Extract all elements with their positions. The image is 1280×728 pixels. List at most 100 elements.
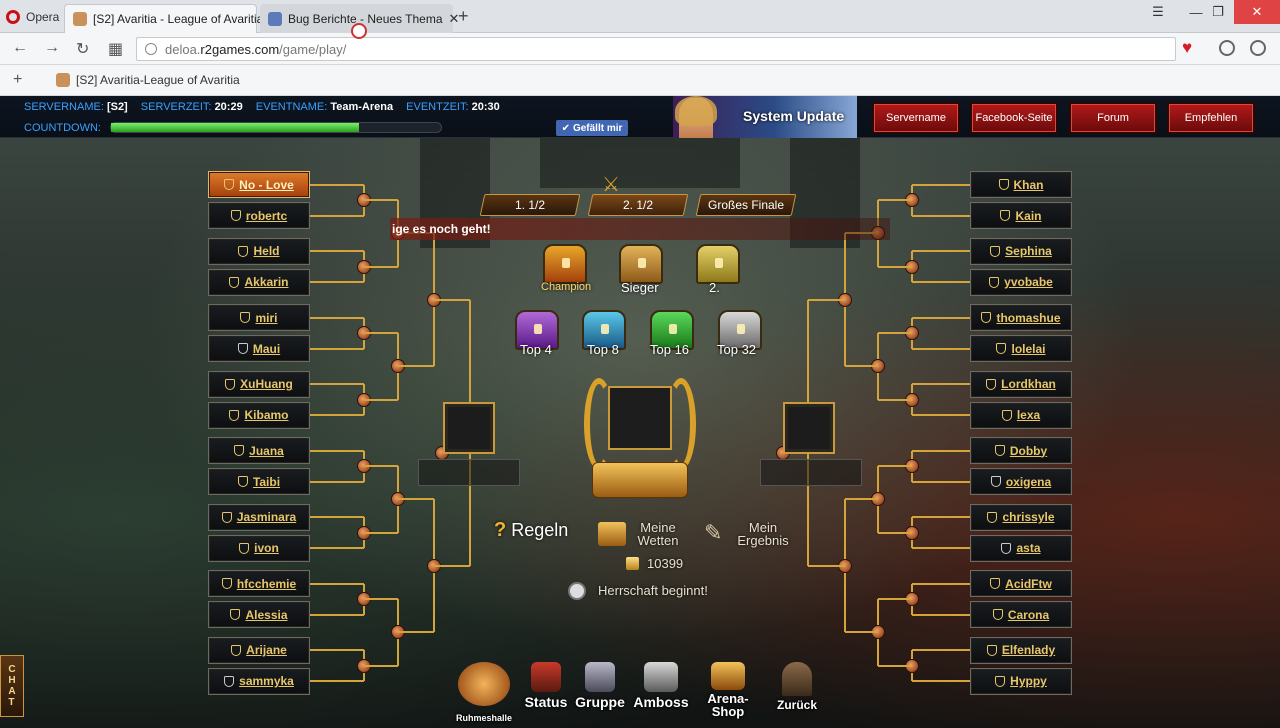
anvil-button[interactable]: Amboss [632,662,690,710]
add-bookmark-icon[interactable]: + [13,71,23,88]
back-arrow-icon[interactable]: ← [12,39,28,56]
second-chest-icon[interactable] [696,244,740,284]
group-button[interactable]: Gruppe [574,662,626,710]
player-slot[interactable]: Carona [970,601,1072,628]
opera-menu-button[interactable]: Opera [0,0,62,33]
round-tab-1-half[interactable]: 1. 1/2 [479,194,581,216]
player-slot[interactable]: Arijane [208,636,310,664]
player-slot[interactable]: yvobabe [970,268,1072,296]
player-slot[interactable]: sammyka [208,667,310,695]
player-slot[interactable]: Lordkhan [970,370,1072,398]
my-bets-button[interactable]: Meine Wetten [637,520,679,548]
like-label: Gefällt mir [572,122,623,134]
player-slot[interactable]: XuHuang [208,370,310,398]
rules-button[interactable]: ? Regeln [494,520,568,540]
player-slot[interactable]: robertc [208,202,310,229]
player-slot[interactable]: lexa [970,401,1072,429]
servername-button[interactable]: Servername [872,102,960,134]
new-tab-icon[interactable]: + [458,6,469,26]
my-result-button[interactable]: Mein Ergebnis [737,520,789,548]
minimize-icon[interactable]: — [1189,4,1203,20]
system-update-banner[interactable]: System Update [673,96,857,138]
bracket-line [912,649,970,651]
player-slot[interactable]: miri [208,304,310,331]
bookmark-heart-icon[interactable]: ♥ [1182,38,1193,57]
arena-shop-button[interactable]: Arena-Shop [700,662,756,718]
nav-label: Gruppe [575,694,625,710]
facebook-like-button[interactable]: ✔ Gefällt mir [556,120,628,136]
bookmark-avaritia[interactable]: [S2] Avaritia-League of Avaritia [56,73,240,87]
bracket-line [808,298,845,301]
maximize-icon[interactable]: ❐ [1212,4,1224,19]
bracket-line [912,414,970,416]
player-slot[interactable]: AcidFtw [970,570,1072,597]
speed-dial-grid-icon[interactable]: ▦ [108,41,124,58]
reload-icon[interactable]: ↻ [76,41,90,58]
forum-button[interactable]: Forum [1069,102,1157,134]
player-name: chrissyle [1002,510,1055,524]
round-tab-2-half[interactable]: 2. 1/2 [587,194,689,216]
player-slot[interactable]: oxigena [970,468,1072,495]
shield-icon [1001,409,1012,421]
hall-of-fame-button[interactable]: Ruhmeshalle [452,662,516,724]
player-name: XuHuang [240,377,293,391]
shield-icon [990,578,1001,589]
shield-icon [239,542,250,554]
player-slot[interactable]: Juana [208,437,310,464]
player-slot[interactable]: Taibi [208,468,310,495]
bet-chips-icon[interactable] [598,522,626,546]
status-button[interactable]: Status [523,662,569,710]
site-info-icon[interactable] [145,43,157,55]
top32-label: Top 32 [717,342,757,357]
download-icon[interactable] [1219,40,1235,56]
recommend-button[interactable]: Empfehlen [1167,102,1255,134]
player-slot[interactable]: asta [970,534,1072,562]
clock-icon [568,582,586,600]
forward-arrow-icon[interactable]: → [44,39,60,56]
bracket-line [310,383,364,385]
shield-icon [990,245,1001,257]
player-slot[interactable]: Akkarin [208,268,310,296]
player-slot[interactable]: Dobby [970,437,1072,464]
facebook-page-button[interactable]: Facebook-Seite [970,102,1058,134]
bracket-line [310,250,364,252]
question-icon: ? [494,519,507,541]
account-icon[interactable] [1250,40,1266,56]
player-slot[interactable]: Kibamo [208,401,310,429]
player-slot[interactable]: Alessia [208,601,310,628]
bracket-line [878,531,912,534]
player-name: robertc [245,208,288,223]
top16-chest-icon[interactable] [650,310,694,350]
tab-menu-icon[interactable]: ☰ [1152,4,1164,19]
tab-avaritia[interactable]: [S2] Avaritia - League of Avaritia ✕ [64,4,280,33]
player-slot[interactable]: Elfenlady [970,636,1072,664]
player-slot[interactable]: Held [208,237,310,265]
bracket-line [398,365,434,368]
champion-trophy [584,378,696,502]
player-slot[interactable]: Khan [970,171,1072,198]
player-slot[interactable]: lolelai [970,335,1072,362]
winner-chest-icon[interactable] [619,244,663,284]
top32-chest-icon[interactable] [718,310,762,350]
url-input[interactable]: deloa.r2games.com/game/play/ [136,37,1176,61]
player-slot[interactable]: Hyppy [970,667,1072,695]
player-slot[interactable]: Maui [208,335,310,362]
bracket-line [878,465,912,467]
player-slot[interactable]: Jasminara [208,503,310,531]
back-button[interactable]: Zurück [772,662,822,712]
round-tab-grand-final[interactable]: Großes Finale [695,194,797,216]
player-slot[interactable]: chrissyle [970,503,1072,531]
player-slot[interactable]: No - Love [208,171,310,198]
player-slot[interactable]: ivon [208,534,310,562]
champion-chest-icon[interactable] [543,244,587,284]
player-slot[interactable]: hfcchemie [208,570,310,597]
close-tab-icon[interactable]: ✕ [448,10,460,26]
top4-chest-icon[interactable] [515,310,559,350]
player-slot[interactable]: Sephina [970,237,1072,265]
player-slot[interactable]: thomashue [970,304,1072,331]
player-slot[interactable]: Kain [970,202,1072,229]
close-window-icon[interactable]: ✕ [1234,0,1280,24]
shield-icon [240,312,251,323]
top8-chest-icon[interactable] [582,310,626,350]
